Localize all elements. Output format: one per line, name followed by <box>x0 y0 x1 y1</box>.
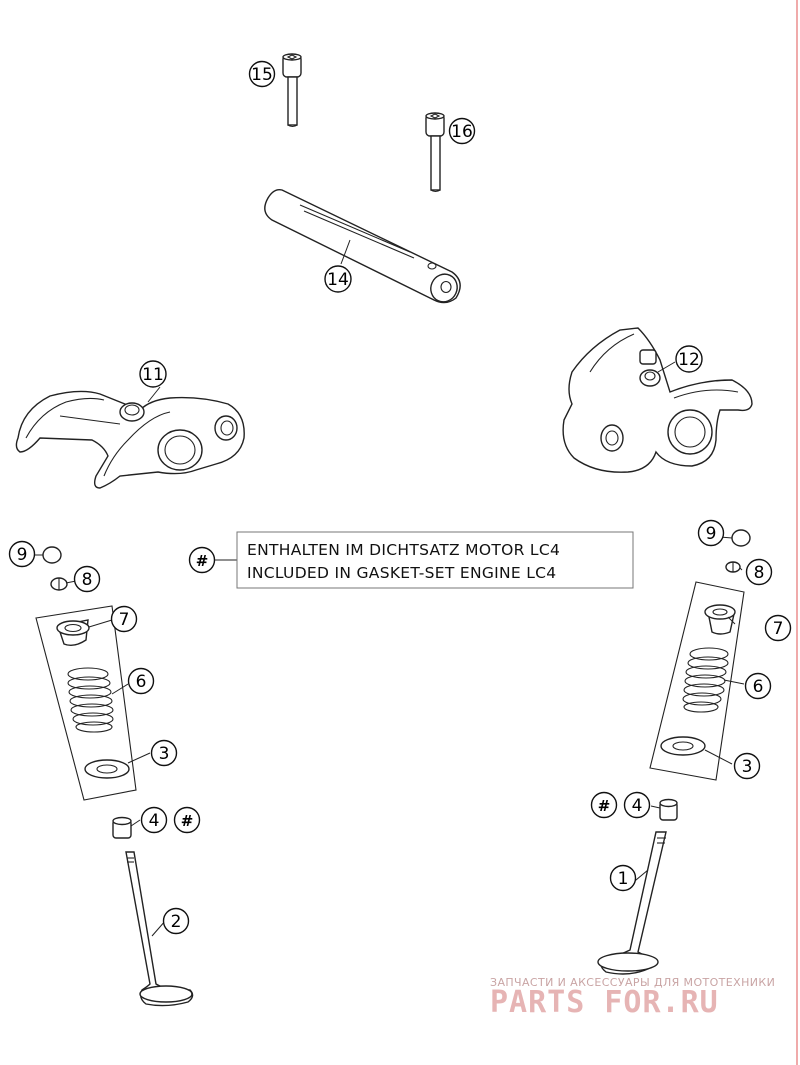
callout-6-left: 6 <box>127 667 155 695</box>
bolt-15 <box>282 53 302 128</box>
watermark-brand: PARTS FOR.RU <box>490 985 719 1020</box>
svg-text:4: 4 <box>149 811 160 831</box>
valve-2 <box>125 851 194 1007</box>
svg-text:16: 16 <box>451 122 473 142</box>
spring-kit-frame-right <box>649 581 745 781</box>
valve-1 <box>597 831 667 975</box>
legend: # ENTHALTEN IM DICHTSATZ MOTOR LC4 INCLU… <box>188 531 634 589</box>
spring-seat-3-right <box>660 736 706 756</box>
legend-line-1: ENTHALTEN IM DICHTSATZ MOTOR LC4 <box>247 541 560 559</box>
legend-box <box>236 531 634 589</box>
callout-9-right: 9 <box>697 519 725 547</box>
callout-14: 14 <box>324 265 352 293</box>
callout-7-left: 7 <box>110 605 138 633</box>
svg-text:9: 9 <box>17 545 28 565</box>
callout-4-left: 4 <box>140 806 168 834</box>
spring-retainer-7-right <box>704 604 736 635</box>
callout-12: 12 <box>675 345 703 373</box>
svg-text:11: 11 <box>142 365 164 385</box>
callout-9-left: 9 <box>8 540 36 568</box>
rocker-arm-11 <box>15 390 245 489</box>
svg-text:6: 6 <box>753 677 764 697</box>
rocker-shaft-14 <box>264 188 461 304</box>
callout-8-left: 8 <box>73 565 101 593</box>
spring-retainer-7-left <box>56 619 90 647</box>
legend-hash-symbol <box>188 546 216 574</box>
svg-text:8: 8 <box>82 570 93 590</box>
svg-text:#: # <box>181 812 194 830</box>
stem-seal-4-right <box>659 798 678 821</box>
svg-text:#: # <box>598 797 611 815</box>
watermark-tagline: ЗАПЧАСТИ И АКСЕССУАРЫ ДЛЯ МОТОТЕХНИКИ <box>490 976 775 989</box>
callout-16: 16 <box>448 117 476 145</box>
valve-spring-6-right <box>682 647 729 713</box>
callout-8-right: 8 <box>745 558 773 586</box>
shim-9-right <box>731 529 751 547</box>
callout-3-right: 3 <box>733 752 761 780</box>
svg-text:9: 9 <box>706 524 717 544</box>
svg-text:4: 4 <box>632 796 643 816</box>
valve-keeper-8-right <box>725 561 741 573</box>
callout-2: 2 <box>162 907 190 935</box>
valve-keeper-8-left <box>50 577 68 591</box>
svg-text:6: 6 <box>136 672 147 692</box>
valve-spring-6-left <box>67 667 114 733</box>
callout-1: 1 <box>609 864 637 892</box>
callout-6-right: 6 <box>744 672 772 700</box>
svg-text:7: 7 <box>773 619 784 639</box>
svg-text:12: 12 <box>678 350 700 370</box>
svg-text:15: 15 <box>251 65 273 85</box>
svg-text:3: 3 <box>742 757 753 777</box>
callout-11: 11 <box>139 360 167 388</box>
rocker-arm-12 <box>562 327 753 473</box>
callout-3-left: 3 <box>150 739 178 767</box>
svg-text:1: 1 <box>618 869 629 889</box>
callout-7-right: 7 <box>764 614 792 642</box>
callout-4-right: 4 <box>623 791 651 819</box>
svg-text:2: 2 <box>171 912 182 932</box>
callout-15: 15 <box>248 60 276 88</box>
spring-kit-frame-left <box>35 605 137 801</box>
svg-text:14: 14 <box>327 270 349 290</box>
svg-text:8: 8 <box>754 563 765 583</box>
callout-hash-left: # <box>173 806 201 834</box>
watermark: ЗАПЧАСТИ И АКСЕССУАРЫ ДЛЯ МОТОТЕХНИКИ PA… <box>490 976 775 1020</box>
svg-text:7: 7 <box>119 610 130 630</box>
shim-9-left <box>42 546 62 564</box>
bolt-16 <box>425 112 445 193</box>
stem-seal-4-left <box>112 816 132 839</box>
svg-text:#: # <box>196 552 209 570</box>
legend-line-2: INCLUDED IN GASKET-SET ENGINE LC4 <box>247 564 556 582</box>
callout-hash-right: # <box>590 791 618 819</box>
spring-seat-3-left <box>84 759 130 779</box>
svg-text:3: 3 <box>159 744 170 764</box>
